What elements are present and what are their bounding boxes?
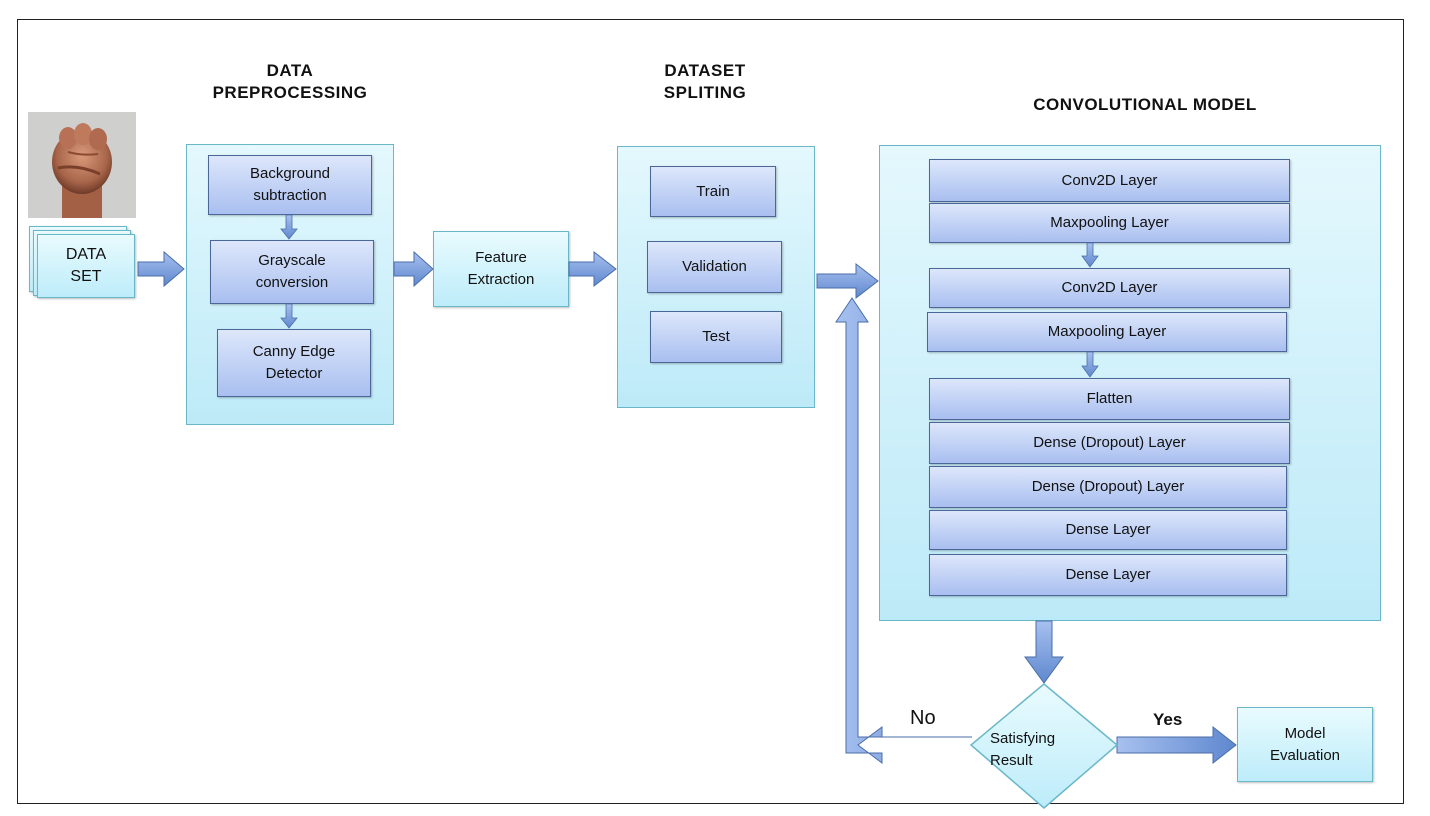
feature-extraction-box: Feature Extraction <box>433 231 569 307</box>
arrow-yes-to-evaluation <box>1116 725 1237 765</box>
layer-dense-dropout-1: Dense (Dropout) Layer <box>929 422 1290 464</box>
arrow-model-to-decision <box>1024 620 1064 684</box>
arrow-dataset-to-preprocessing <box>137 250 185 288</box>
heading-dataset-splitting: DATASET SPLITING <box>663 61 747 102</box>
layer-maxpooling-1: Maxpooling Layer <box>929 203 1290 243</box>
layer-maxpooling-2: Maxpooling Layer <box>927 312 1287 352</box>
hand-sign-image <box>28 112 136 218</box>
heading-data-preprocessing: DATA PREPROCESSING <box>212 61 368 102</box>
layer-dense-dropout-2: Dense (Dropout) Layer <box>929 466 1287 508</box>
decision-diamond <box>969 683 1119 809</box>
layer-conv2d-1: Conv2D Layer <box>929 159 1290 202</box>
canny-edge-detector-box: Canny Edge Detector <box>217 329 371 397</box>
arrow-down-pool-to-flatten <box>1081 351 1099 378</box>
arrow-feature-to-splitting <box>568 250 617 288</box>
arrow-splitting-to-model <box>816 262 879 300</box>
layer-dense-1: Dense Layer <box>929 510 1287 550</box>
layer-dense-2: Dense Layer <box>929 554 1287 596</box>
decision-label: Satisfying Result <box>990 730 1056 769</box>
branch-no-label: No <box>910 707 936 729</box>
background-subtraction-box: Background subtraction <box>208 155 372 215</box>
train-box: Train <box>650 166 776 217</box>
validation-box: Validation <box>647 241 782 293</box>
layer-conv2d-2: Conv2D Layer <box>929 268 1290 308</box>
diagram-frame <box>17 19 1404 804</box>
arrow-preprocessing-to-feature <box>393 250 434 288</box>
arrow-no-feedback-loop <box>835 297 972 764</box>
grayscale-conversion-box: Grayscale conversion <box>210 240 374 304</box>
heading-convolutional-model: CONVOLUTIONAL MODEL <box>1033 95 1257 114</box>
test-box: Test <box>650 311 782 363</box>
arrow-down-bg-to-gray <box>280 214 298 240</box>
model-evaluation-box: Model Evaluation <box>1237 707 1373 782</box>
arrow-down-gray-to-canny <box>280 303 298 329</box>
arrow-down-pool-to-conv <box>1081 242 1099 268</box>
branch-yes-label: Yes <box>1153 710 1183 729</box>
dataset-box: DATA SET <box>37 234 135 298</box>
layer-flatten: Flatten <box>929 378 1290 420</box>
